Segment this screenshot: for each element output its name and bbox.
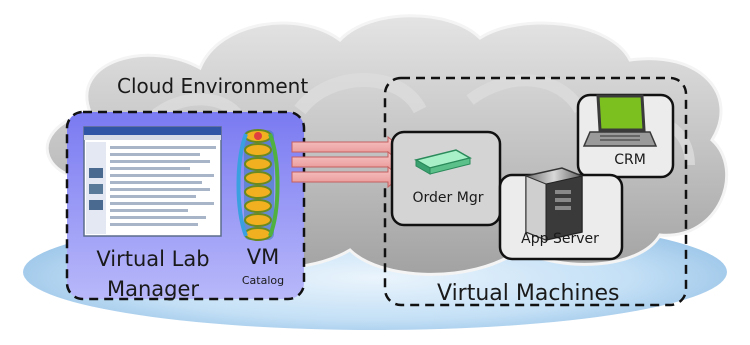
order-mgr-label: Order Mgr: [412, 190, 484, 206]
connector-arrows: [291, 135, 401, 189]
lab-manager-label-line2: Manager: [106, 277, 200, 301]
virtual-machines-box: [383, 76, 688, 307]
app-server-label: App Server: [521, 231, 599, 247]
crm-node: [576, 93, 675, 179]
app-server-node: [498, 167, 624, 261]
laptop-icon: [582, 94, 658, 147]
order-mgr-node: [390, 130, 502, 227]
server-tower-icon: [525, 167, 583, 241]
vm-catalog-sublabel: Catalog: [241, 274, 285, 287]
crm-label: CRM: [614, 152, 646, 168]
vm-catalog-label: VM: [246, 245, 280, 269]
virtual-machines-label: Virtual Machines: [437, 281, 620, 306]
vm-catalog-stack-icon: [236, 129, 280, 241]
router-icon: [414, 149, 472, 175]
lab-manager-label-line1: Virtual Lab: [96, 247, 210, 271]
cloud-environment-title: Cloud Environment: [117, 74, 309, 98]
lab-manager-screenshot: [83, 126, 222, 237]
lab-manager-label: Virtual Lab Manager: [83, 244, 223, 304]
